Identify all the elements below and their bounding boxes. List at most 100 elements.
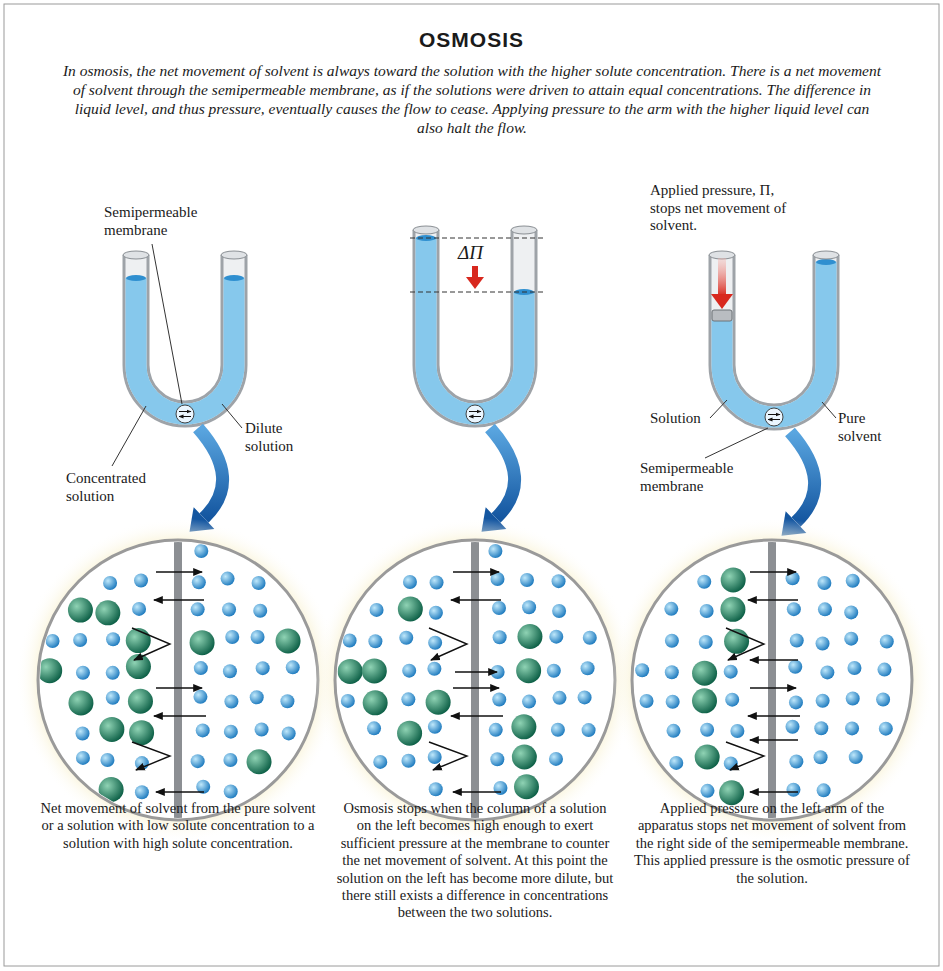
illustration-part	[373, 755, 387, 769]
illustration-part	[750, 571, 796, 572]
illustration-part	[123, 251, 149, 259]
illustration-part	[126, 275, 146, 281]
illustration-part	[223, 664, 237, 678]
illustration-part	[132, 628, 170, 660]
illustration-part	[635, 663, 649, 677]
illustration-part	[156, 791, 204, 792]
illustration-part	[666, 695, 680, 709]
illustration-part	[370, 603, 384, 617]
illustration-part	[692, 688, 717, 713]
illustration-part	[224, 694, 238, 708]
illustration-part	[816, 259, 836, 265]
illustration-part	[493, 781, 507, 795]
illustration-part	[429, 742, 467, 770]
illustration-part	[103, 576, 117, 590]
illustration-part	[721, 567, 746, 592]
illustration-part	[632, 540, 912, 820]
illustration-part	[191, 602, 205, 616]
illustration-part	[583, 631, 597, 645]
illustration-part	[429, 628, 467, 660]
illustration-part	[876, 693, 890, 707]
pressure-arrow	[472, 266, 478, 278]
illustration-part	[750, 791, 798, 792]
illustration-part	[156, 571, 202, 572]
illustration-part	[520, 573, 534, 587]
illustration-part	[730, 724, 744, 738]
illustration-part	[768, 414, 780, 415]
illustration-part	[695, 745, 720, 770]
illustration-part	[788, 660, 802, 674]
illustration-part	[76, 726, 90, 740]
illustration-part	[669, 756, 683, 770]
illustration-part	[250, 690, 264, 704]
illustration-part	[403, 575, 417, 589]
u-tube	[709, 251, 839, 417]
illustration-part	[549, 630, 563, 644]
illustration-part	[578, 690, 592, 704]
illustration-part	[511, 226, 537, 234]
part-label: Pure solvent	[838, 410, 902, 445]
illustration-part	[222, 602, 236, 616]
illustration-part	[398, 597, 423, 622]
illustration-part	[95, 600, 120, 625]
illustration-part	[488, 544, 502, 558]
illustration-part	[786, 783, 800, 797]
illustration-part	[399, 631, 413, 645]
illustration-part	[768, 540, 776, 820]
illustration-part	[490, 428, 515, 518]
illustration-part	[492, 601, 506, 615]
illustration-part	[552, 574, 566, 588]
illustration-part	[73, 633, 87, 647]
illustration-part	[516, 658, 541, 683]
illustration-part	[362, 658, 387, 683]
illustration-part	[136, 255, 234, 414]
illustration-part	[100, 753, 114, 767]
illustration-part	[252, 576, 266, 590]
illustration-part	[726, 628, 764, 660]
illustration-part	[453, 791, 501, 792]
illustration-part	[174, 540, 182, 820]
illustration-part	[490, 752, 504, 766]
illustration-part	[522, 695, 536, 709]
illustration-part	[429, 782, 443, 796]
illustration-part	[849, 750, 863, 764]
illustration-part	[430, 575, 444, 589]
illustration-part	[193, 690, 207, 704]
illustration-part	[786, 571, 800, 585]
illustration-part	[547, 664, 561, 678]
illustration-part	[426, 230, 524, 414]
pressure-arrow	[718, 258, 726, 296]
frame	[4, 4, 939, 966]
illustration-part	[816, 636, 830, 650]
illustration-part	[879, 722, 893, 736]
illustration-part	[466, 405, 484, 423]
panel-caption: Osmosis stops when the column of a solut…	[336, 800, 614, 922]
illustration-part	[224, 785, 238, 799]
illustration-part	[427, 662, 441, 676]
illustration-part	[814, 721, 828, 735]
molecular-views	[16, 518, 934, 842]
illustration-part	[710, 400, 727, 418]
illustration-part	[817, 576, 831, 590]
illustration-part	[822, 402, 836, 418]
illustration-part	[705, 428, 768, 458]
part-label: Semipermeable membrane	[640, 460, 760, 495]
illustration-part	[256, 661, 270, 675]
illustration-part	[610, 518, 934, 842]
illustration-part	[255, 722, 269, 736]
illustration-part	[699, 635, 713, 649]
illustration-part	[820, 665, 834, 679]
illustration-part	[469, 416, 481, 417]
illustration-part	[126, 628, 151, 653]
illustration-part	[722, 262, 826, 417]
illustration-part	[152, 244, 182, 404]
illustration-part	[664, 602, 678, 616]
illustration-part	[428, 636, 442, 650]
illustration-part	[700, 723, 714, 737]
illustration-part	[335, 540, 615, 820]
illustration-part	[136, 255, 234, 414]
illustration-part	[817, 783, 831, 797]
illustration-part	[455, 671, 497, 672]
illustration-part	[129, 720, 154, 745]
illustration-part	[221, 572, 235, 586]
